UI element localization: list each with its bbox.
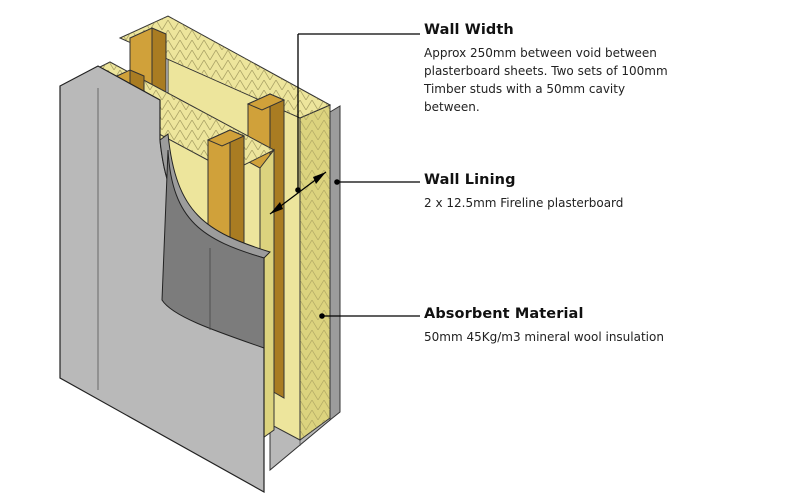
inner-plasterboard-cutaway [161,149,265,349]
wall-width-title: Wall Width [424,22,514,38]
wall-lining-callout: Wall Lining 2 x 12.5mm Fireline plasterb… [424,172,794,212]
absorbent-material-description: 50mm 45Kg/m3 mineral wool insulation [424,330,664,344]
wall-width-dimension [269,171,327,215]
absorbent-material-callout: Absorbent Material 50mm 45Kg/m3 mineral … [424,306,794,346]
wall-width-callout: Wall Width Approx 250mm between void bet… [424,22,794,116]
wall-lining-title: Wall Lining [424,172,516,188]
wall-width-description: Approx 250mm between void between plaste… [424,46,668,114]
absorbent-material-title: Absorbent Material [424,306,584,322]
leader-lines [295,33,420,319]
wall-lining-description: 2 x 12.5mm Fireline plasterboard [424,196,624,210]
